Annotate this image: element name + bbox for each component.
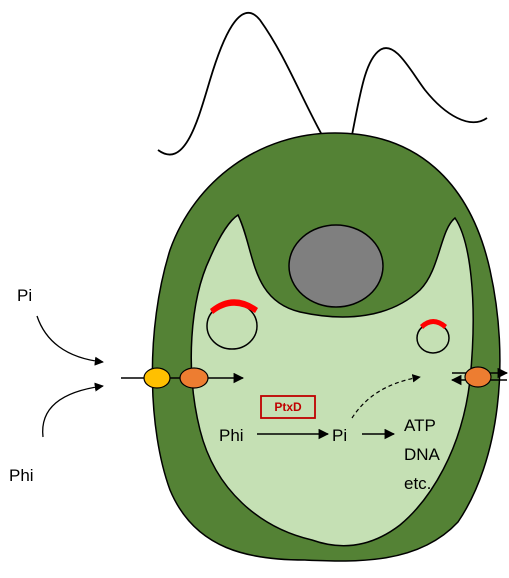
- phi-outside-label: Phi: [9, 466, 34, 485]
- phi-inside-label: Phi: [219, 426, 244, 445]
- nucleus: [289, 225, 383, 307]
- pi-outside-label: Pi: [17, 286, 32, 305]
- ptxd-label: PtxD: [274, 400, 302, 414]
- transporter-orange-left: [180, 368, 208, 388]
- phi-uptake-arrow: [43, 386, 103, 437]
- product-etc: etc.: [404, 474, 431, 493]
- flagellum-left: [158, 13, 322, 155]
- pi-inside-label: Pi: [332, 426, 347, 445]
- pi-uptake-arrow: [37, 316, 103, 362]
- transporter-orange-right: [465, 367, 491, 387]
- flagellum-right: [352, 48, 487, 135]
- product-atp: ATP: [404, 416, 436, 435]
- product-dna: DNA: [404, 445, 441, 464]
- transporter-yellow: [144, 368, 170, 388]
